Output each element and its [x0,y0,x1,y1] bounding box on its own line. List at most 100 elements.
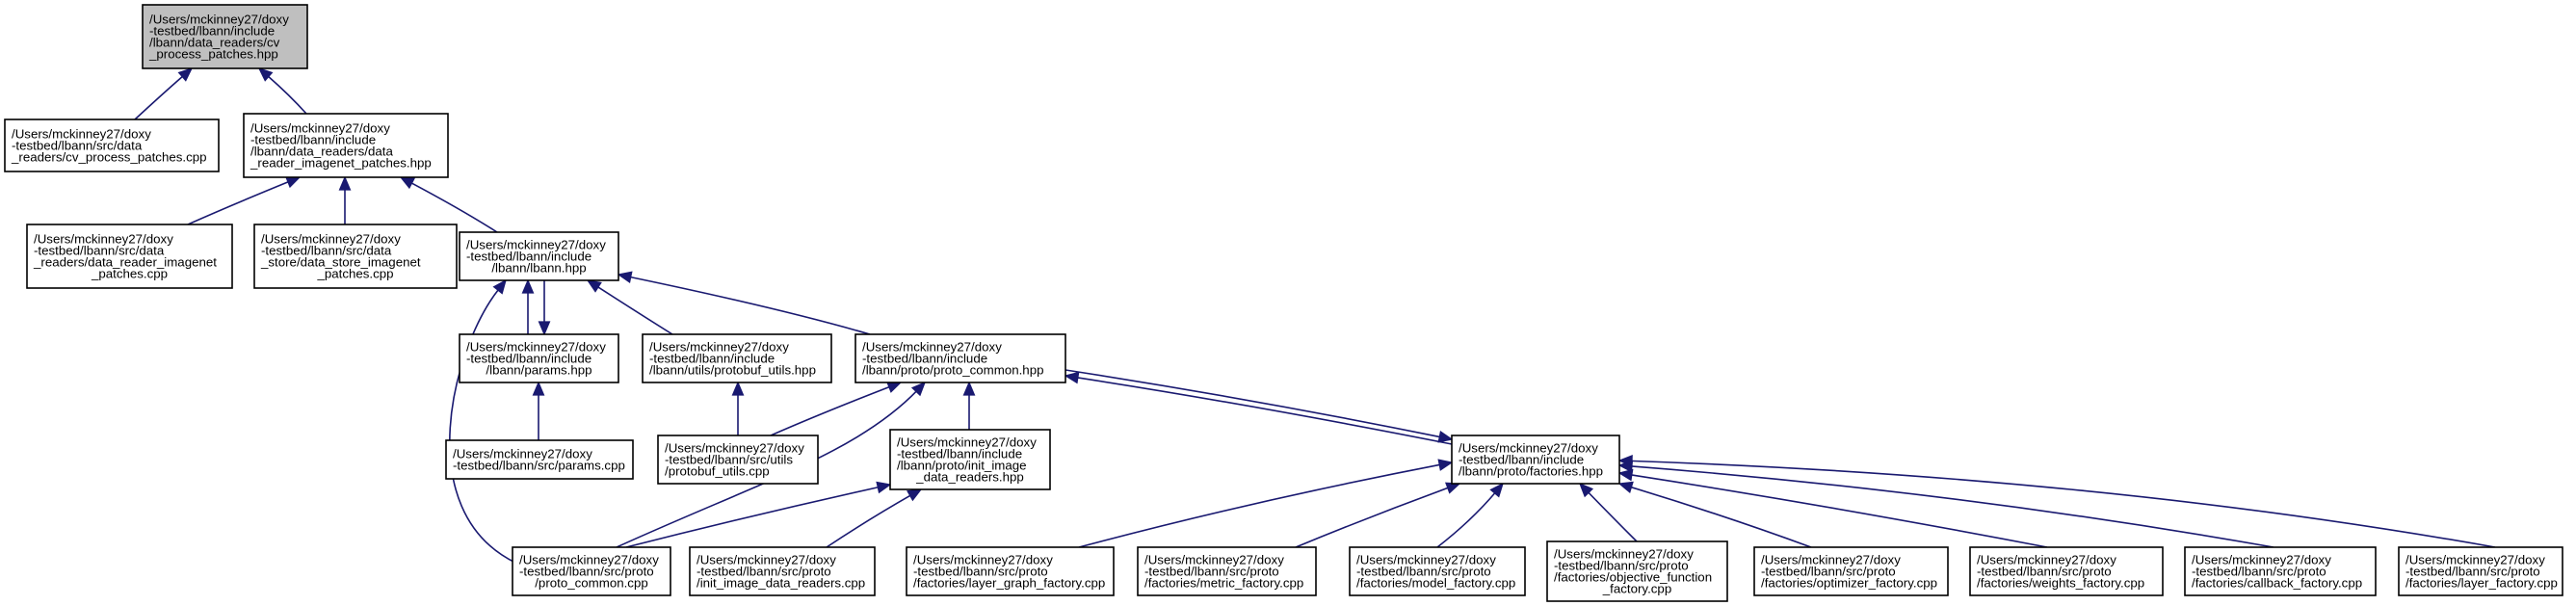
edge-line [1629,460,2496,548]
node-label-line: _store/data_store_imagenet [260,255,421,270]
node-label-line: /Users/mckinney27/doxy [1761,553,1901,567]
dependency-edge [1065,369,1454,443]
dependency-edge [1436,482,1504,548]
edge-line [266,74,307,115]
node-label-line: /lbann/data_readers/data [250,145,393,159]
dependency-edge [187,176,302,225]
node-label-line: /Users/mckinney27/doxy [34,232,173,247]
node-label-line: /lbann/data_readers/cv [149,36,280,50]
edge-line [1065,369,1442,438]
edge-arrowhead [1617,468,1634,482]
node-label-line: /Users/mckinney27/doxy [466,340,606,355]
file-node[interactable]: /Users/mckinney27/doxy-testbed/lbann/src… [906,546,1115,596]
edge-arrowhead [399,176,416,190]
edge-arrowhead [907,488,923,502]
focus-file-node: /Users/mckinney27/doxy-testbed/lbann/inc… [142,4,308,69]
node-box [689,546,876,596]
file-node[interactable]: /Users/mckinney27/doxy-testbed/lbann/src… [2398,546,2563,596]
edge-arrowhead [1489,482,1504,498]
file-node[interactable]: /Users/mckinney27/doxy-testbed/lbann/inc… [889,429,1051,490]
node-label-line: /Users/mckinney27/doxy [665,441,804,456]
edge-arrowhead [492,278,507,295]
file-node[interactable]: /Users/mckinney27/doxy-testbed/lbann/src… [1546,540,1728,602]
node-label-line: _patches.cpp [91,267,168,281]
file-node[interactable]: /Users/mckinney27/doxy-testbed/lbann/inc… [243,113,449,178]
edge-arrowhead [586,279,602,293]
node-box [459,333,619,383]
node-label-line: /lbann/lbann.hpp [491,261,586,276]
node-label-line: -testbed/lbann/include [250,133,376,147]
edge-line [1295,487,1450,548]
node-label-line: /Users/mckinney27/doxy [697,553,836,567]
node-label-line: _patches.cpp [316,267,393,281]
node-label-line: /Users/mckinney27/doxy [1459,441,1598,456]
node-label-line: -testbed/lbann/src/proto [913,565,1048,579]
edge-line [625,486,881,548]
node-label-line: -testbed/lbann/src/utils [665,453,793,467]
edge-arrowhead [876,481,892,494]
node-box [512,546,671,596]
edge-line [134,74,185,120]
edge-arrowhead [1437,459,1454,471]
node-box [459,231,619,281]
file-node[interactable]: /Users/mckinney27/doxy-testbed/lbann/inc… [1451,435,1620,485]
file-node[interactable]: /Users/mckinney27/doxy-testbed/lbann/inc… [459,231,619,281]
node-box [445,439,634,480]
node-label-line: -testbed/lbann/src/data [34,244,165,258]
file-node[interactable]: /Users/mckinney27/doxy-testbed/lbann/src… [512,546,671,596]
edge-line [1629,465,2274,548]
file-node[interactable]: /Users/mckinney27/doxy-testbed/lbann/src… [1753,546,1949,596]
dependency-edge [532,381,545,441]
node-label-line: /factories/objective_function [1554,570,1712,585]
edge-arrowhead [521,278,535,294]
file-node[interactable]: /Users/mckinney27/doxy-testbed/lbann/src… [657,435,819,485]
node-box [1753,546,1949,596]
file-node[interactable]: /Users/mckinney27/doxy-testbed/lbann/inc… [642,333,832,383]
node-box [4,119,220,172]
file-node[interactable]: /Users/mckinney27/doxy-testbed/lbann/src… [2184,546,2377,596]
node-label-line: /Users/mckinney27/doxy [897,435,1037,450]
file-node[interactable]: /Users/mckinney27/doxy-testbed/lbann/inc… [459,333,619,383]
node-box [1546,540,1728,602]
file-node[interactable]: /Users/mckinney27/doxy-testbed/lbann/src… [445,439,634,480]
edge-line [1436,490,1497,548]
edge-line [449,288,516,564]
file-node[interactable]: /Users/mckinney27/doxy-testbed/lbann/inc… [854,333,1066,383]
file-node[interactable]: /Users/mckinney27/doxy-testbed/lbann/src… [1349,546,1526,596]
node-layer: /Users/mckinney27/doxy -testbed/lbann/inc… [4,4,2563,602]
file-node[interactable]: /Users/mckinney27/doxy-testbed/lbann/src… [689,546,876,596]
dependency-edge [1295,482,1461,548]
file-node[interactable]: /Users/mckinney27/doxy-testbed/lbann/src… [26,224,233,289]
dependency-edge [1617,460,2274,548]
node-label-line: /Users/mckinney27/doxy [2192,553,2331,567]
node-box [854,333,1066,383]
node-label-line: /factories/weights_factory.cpp [1977,576,2144,591]
edge-arrowhead [338,175,352,191]
dependency-edge [449,278,516,564]
dependency-edge [134,66,194,120]
edge-arrowhead [1617,481,1634,494]
file-node[interactable]: /Users/mckinney27/doxy-testbed/lbann/src… [4,119,220,172]
node-label-line: -testbed/lbann/src/proto [1977,565,2112,579]
node-label-line: /Users/mckinney27/doxy [149,13,289,27]
node-box [657,435,819,485]
node-label-line: _factory.cpp [1602,582,1671,596]
file-node[interactable]: /Users/mckinney27/doxy-testbed/lbann/src… [253,224,458,289]
node-label-line: /Users/mckinney27/doxy [1554,547,1694,562]
node-label-line: -testbed/lbann/src/proto [697,565,831,579]
file-node[interactable]: /Users/mckinney27/doxy-testbed/lbann/src… [1137,546,1317,596]
node-label-line: /Users/mckinney27/doxy [1356,553,1496,567]
node-label-line: _process_patches.hpp [148,47,278,62]
file-node[interactable]: /Users/mckinney27/doxy-testbed/lbann/src… [1969,546,2164,596]
edge-line [409,181,498,233]
node-label-line: -testbed/lbann/src/data [261,244,392,258]
node-box [1969,546,2164,596]
node-box [2398,546,2563,596]
edge-arrowhead [910,381,927,397]
dependency-edge [538,279,551,336]
node-label-line: /Users/mckinney27/doxy [1144,553,1284,567]
node-label-line: /Users/mckinney27/doxy [2405,553,2545,567]
node-label-line: /factories/model_factory.cpp [1356,576,1515,591]
edge-line [187,180,291,225]
dependency-edge [826,488,923,548]
